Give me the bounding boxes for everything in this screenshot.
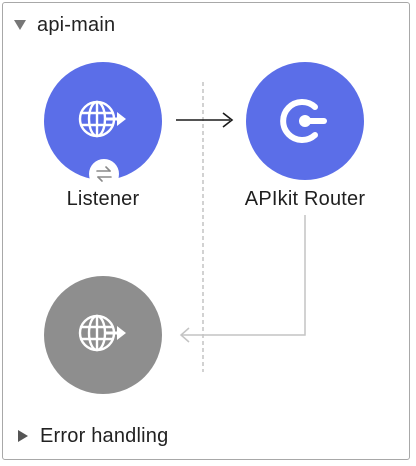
listener-node[interactable] (44, 62, 162, 180)
globe-arrow-icon (78, 314, 116, 352)
expand-triangle-icon[interactable] (18, 430, 28, 442)
collapse-triangle-icon[interactable] (14, 20, 26, 30)
listener-circle (44, 62, 162, 180)
apikit-router-label: APIkit Router (244, 188, 366, 210)
apikit-router-node[interactable] (246, 62, 364, 180)
listener-label: Listener (66, 188, 140, 210)
globe-arrow-head (117, 112, 126, 126)
flow-arrow-head (222, 112, 234, 128)
apikit-c-icon (280, 99, 327, 143)
listener-badge (88, 158, 120, 190)
swap-arrows-icon (89, 159, 119, 189)
return-path-line (182, 215, 306, 336)
return-arrow-head (179, 327, 190, 343)
response-circle (44, 276, 162, 394)
flow-title: api-main (37, 13, 116, 36)
error-handling-header[interactable]: Error handling (18, 421, 168, 451)
router-circle (246, 62, 364, 180)
error-handling-label: Error handling (40, 424, 169, 447)
flow-header[interactable]: api-main (14, 10, 115, 40)
listener-response-node[interactable] (44, 276, 162, 394)
